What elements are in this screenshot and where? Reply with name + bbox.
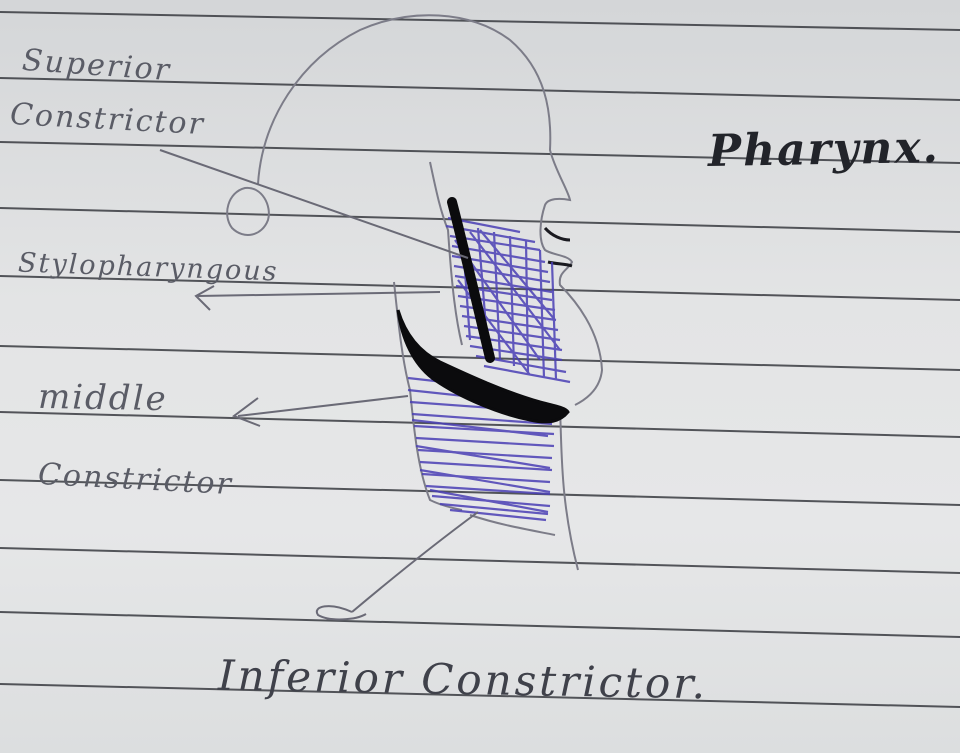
middle-arrowhead [234,398,260,426]
inferior-pointer-line [352,512,478,612]
inferior-pointer-hook [317,606,366,619]
pharynx-lower-edge [470,515,555,535]
middle-constrictor-label: middle [38,377,168,419]
ruled-line [0,548,960,573]
pharynx-front-outline [560,410,578,570]
head-outline [258,15,602,405]
stylopharyngeus-pointer-line [198,292,440,296]
superior-pointer-line [160,150,468,258]
middle-pointer-line [238,396,408,416]
pointer-lines [160,150,478,619]
ruled-line [0,612,960,637]
stylopharyngeus-arrowhead [196,286,214,310]
ruled-line [0,346,960,370]
ruled-line [0,208,960,232]
diagram-title: Pharynx. [708,122,941,177]
upper-lip [545,228,570,240]
ear-outline [227,188,269,235]
inferior-constrictor-label: Inferior Constrictor. [218,651,709,709]
ruled-line [0,12,960,30]
